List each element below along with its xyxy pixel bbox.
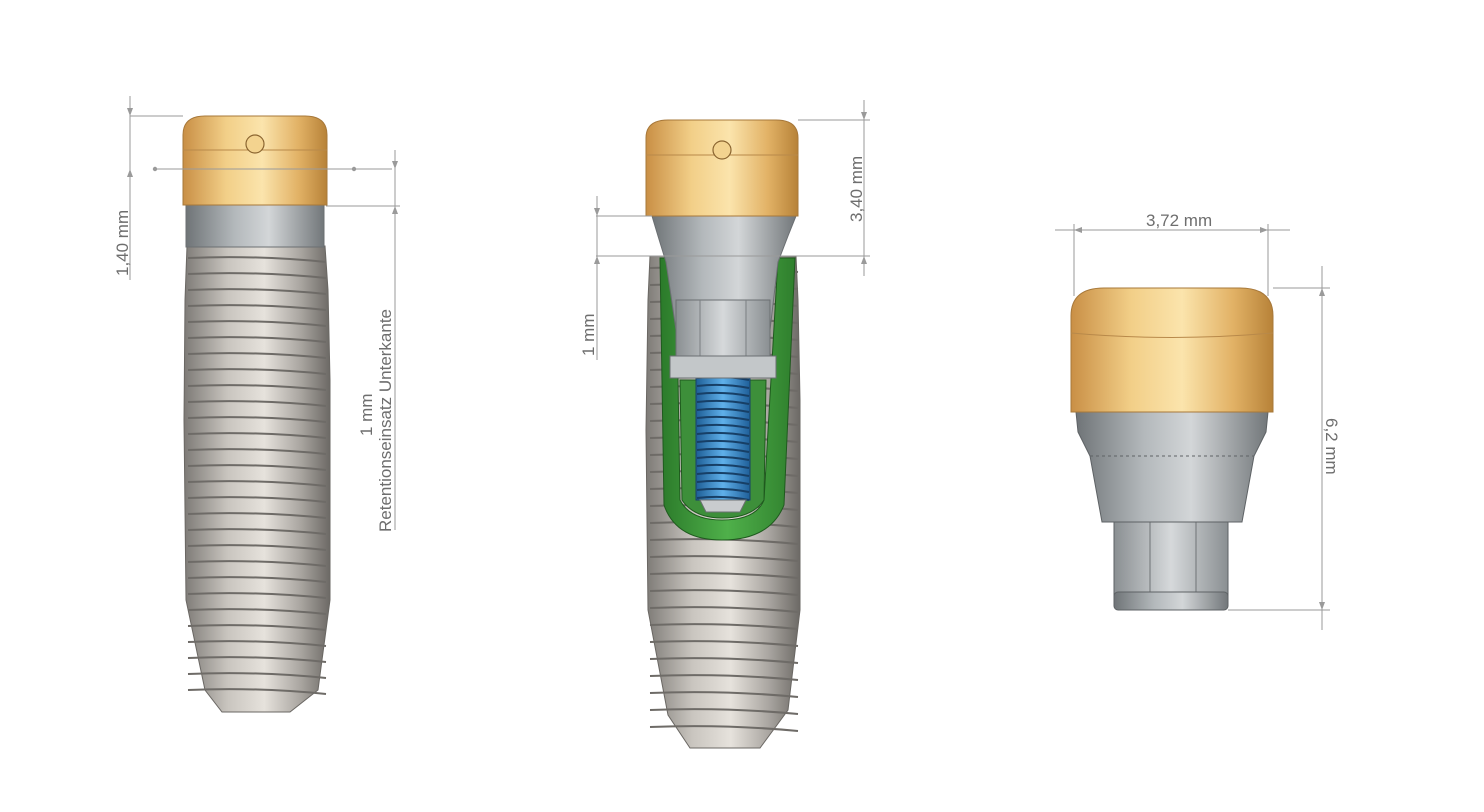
thread-ridge [187,352,327,359]
left-dim-side-label: Retentionseinsatz Unterkante [376,309,395,532]
thread-ridge [696,431,750,437]
attachment-hex [1113,519,1229,597]
right-dimensions: 3,72 mm 6,2 mm [1055,211,1341,630]
thread-ridge [649,725,799,732]
thread-ridge [187,304,327,311]
thread-ridge [187,320,327,327]
left-implant-threads [187,256,327,695]
thread-ridge [187,528,327,535]
thread-ridge [696,415,750,421]
left-dim-side-value: 1 mm [357,394,376,437]
thread-ridge [187,336,327,343]
thread-ridge [187,560,327,567]
thread-ridge [649,640,799,647]
thread-ridge [649,674,799,681]
thread-ridge [187,592,327,599]
thread-ridge [649,589,799,596]
thread-ridge [649,606,799,613]
thread-ridge [187,496,327,503]
thread-ridge [696,399,750,405]
thread-ridge [187,400,327,407]
thread-ridge [187,288,327,295]
thread-ridge [696,423,750,429]
thread-ridge [696,447,750,453]
thread-ridge [649,657,799,664]
left-implant-gold-cap [182,115,328,206]
thread-ridge [696,407,750,413]
thread-ridge [187,464,327,471]
attachment-gold-cap [1070,287,1274,413]
blue-screw-threads [696,375,750,501]
thread-ridge [649,572,799,579]
thread-ridge [696,463,750,469]
thread-ridge [187,448,327,455]
thread-ridge [649,555,799,562]
middle-dim-side-label: 1 mm [579,314,598,357]
thread-ridge [187,688,327,695]
thread-ridge [187,272,327,279]
thread-ridge [696,383,750,389]
thread-ridge [187,256,327,263]
thread-ridge [187,624,327,631]
right-dim-width-label: 3,72 mm [1146,211,1212,230]
thread-ridge [649,708,799,715]
attachment [1070,287,1274,611]
middle-hex [675,299,771,357]
thread-ridge [187,656,327,663]
thread-ridge [187,672,327,679]
thread-ridge [187,576,327,583]
middle-dimensions: 3,40 mm 1 mm [579,100,870,360]
thread-ridge [649,691,799,698]
thread-ridge [696,479,750,485]
thread-ridge [187,368,327,375]
middle-gold-cap [645,119,799,217]
thread-ridge [187,512,327,519]
thread-ridge [649,623,799,630]
middle-implant [645,119,801,749]
left-implant [182,115,331,713]
left-dimensions: 1,40 mm 1 mm Retentionseinsatz Unterkant… [113,96,400,532]
left-dim-top-label: 1,40 mm [113,210,132,276]
thread-ridge [187,640,327,647]
thread-ridge [187,608,327,615]
thread-ridge [187,432,327,439]
thread-ridge [187,480,327,487]
left-cap-hole-icon [245,134,265,154]
thread-ridge [696,391,750,397]
middle-dim-height-label: 3,40 mm [847,156,866,222]
thread-ridge [696,455,750,461]
thread-ridge [696,495,750,501]
attachment-grey-body [1075,411,1269,523]
thread-ridge [187,416,327,423]
thread-ridge [696,471,750,477]
right-dim-height-label: 6,2 mm [1322,418,1341,475]
thread-ridge [187,544,327,551]
left-implant-collar [185,204,325,248]
thread-ridge [187,384,327,391]
middle-cap-hole-icon [712,140,732,160]
thread-ridge [696,487,750,493]
thread-ridge [696,439,750,445]
